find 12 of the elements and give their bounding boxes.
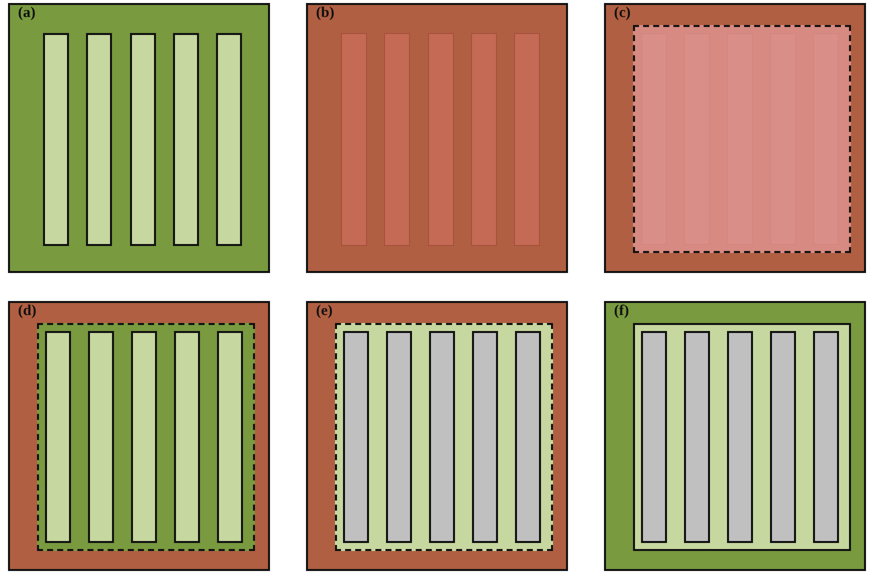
panel [8,301,270,571]
panel [8,3,270,273]
panel [306,3,568,273]
panel-label: (c) [614,6,631,21]
panel [604,301,866,571]
panel-label: (e) [316,304,333,319]
panel-label: (f) [614,304,629,319]
panel [604,3,866,273]
panel-label: (d) [18,304,36,319]
panel-label: (b) [316,6,334,21]
panel-label: (a) [18,6,36,21]
panel [306,301,568,571]
